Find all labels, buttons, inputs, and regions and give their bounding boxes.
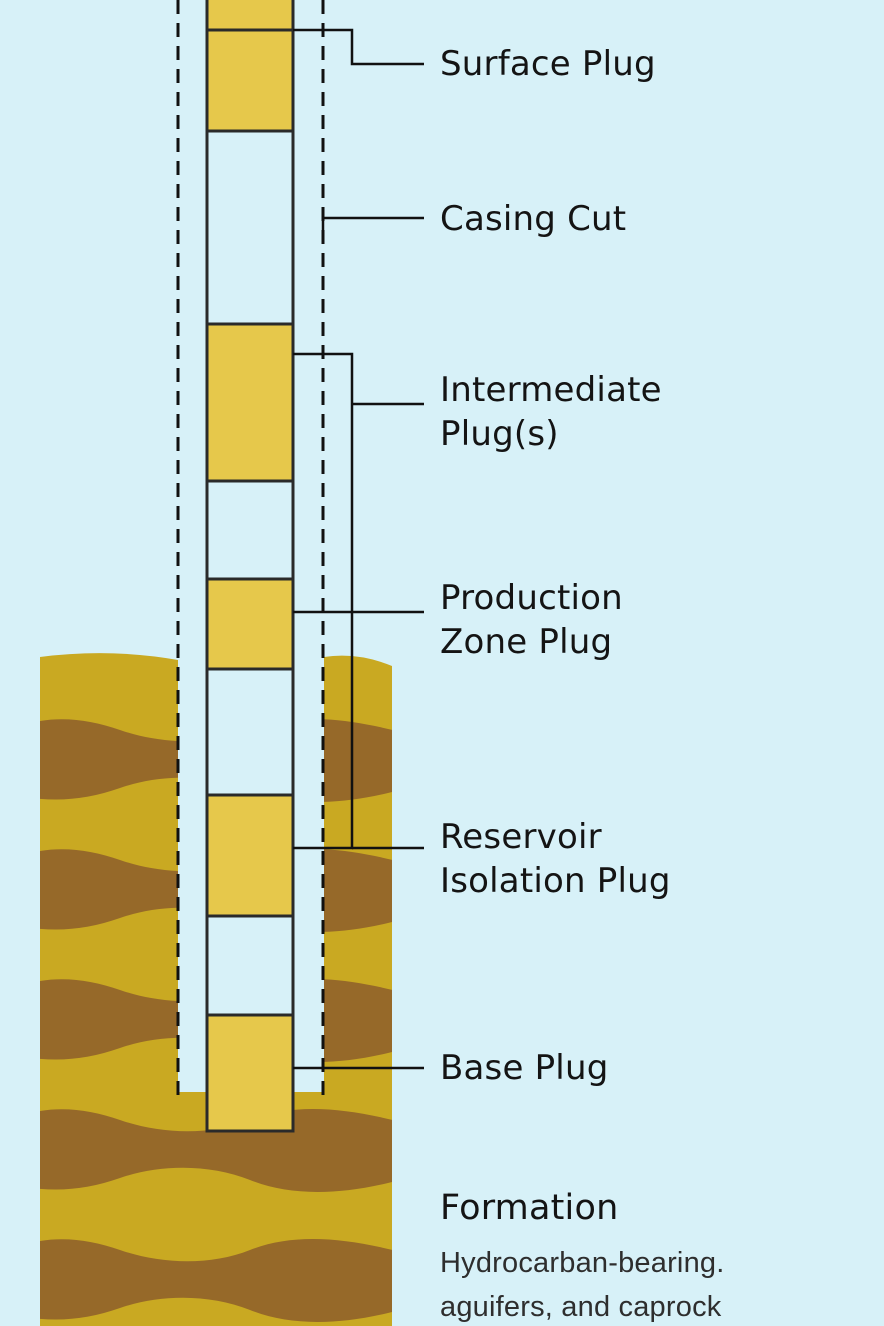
empty-casing-segment bbox=[205, 479, 295, 581]
label-surface-plug: Surface Plug bbox=[440, 44, 656, 84]
label-formation-description: Hydrocarban-bearing. aguifers, and capro… bbox=[440, 1247, 725, 1323]
empty-casing-segment bbox=[205, 129, 295, 326]
label-intermediate-plugs: Intermediate Plug(s) bbox=[440, 370, 662, 454]
label-base-plug: Base Plug bbox=[440, 1048, 609, 1088]
plug-top-segment bbox=[205, 0, 295, 32]
empty-casing-segment bbox=[205, 667, 295, 797]
base-plug bbox=[205, 1013, 295, 1133]
dark-stratum-1 bbox=[40, 718, 392, 802]
production-zone-plug bbox=[205, 577, 295, 671]
wellbore bbox=[205, 0, 295, 1133]
label-reservoir-isolation-plug: Reservoir Isolation Plug bbox=[440, 817, 671, 901]
label-production-zone-plug: Production Zone Plug bbox=[440, 578, 623, 662]
label-casing-cut: Casing Cut bbox=[440, 199, 627, 239]
dark-stratum-5 bbox=[40, 1238, 392, 1322]
label-formation-title: Formation bbox=[440, 1188, 619, 1228]
surface-plug bbox=[205, 28, 295, 133]
leader-casing-cut bbox=[321, 216, 424, 232]
intermediate-plug bbox=[205, 322, 295, 483]
dark-stratum-2 bbox=[40, 848, 392, 932]
empty-casing-segment bbox=[205, 914, 295, 1017]
formation-strata bbox=[40, 653, 392, 1326]
leader-lines bbox=[293, 28, 424, 1070]
leader-intermediate-plugs bbox=[293, 352, 354, 850]
dark-stratum-3 bbox=[40, 978, 392, 1062]
reservoir-isolation-plug bbox=[205, 793, 295, 918]
leader-surface-plug bbox=[293, 28, 424, 66]
dark-stratum-4 bbox=[40, 1108, 392, 1192]
